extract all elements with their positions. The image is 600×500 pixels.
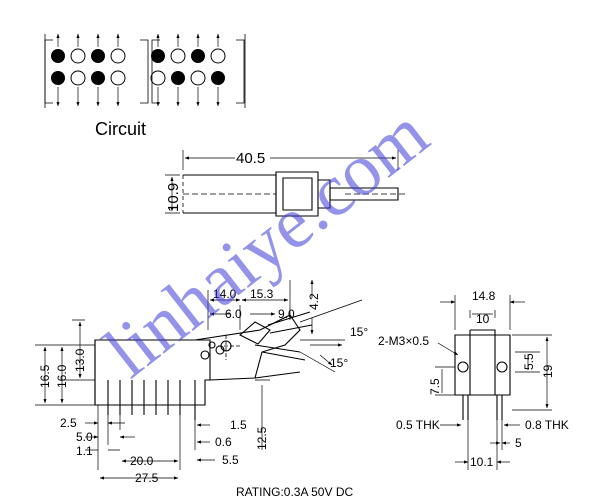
screw-label: 2-M3×0.5 [378, 334, 429, 348]
thk-0-5: 0.5 THK [396, 418, 440, 432]
circuit-contact [191, 49, 205, 63]
dim-27-5: 27.5 [135, 471, 159, 485]
circuit-contact [51, 71, 65, 85]
width-10: 10 [476, 312, 490, 326]
width-10-1: 10.1 [470, 455, 494, 469]
circuit-contact [211, 71, 225, 85]
dim-14-0: 14.0 [213, 287, 237, 301]
angle-15-top: 15° [350, 325, 368, 339]
circuit-arrows [56, 33, 220, 107]
circuit-contact [171, 71, 185, 85]
dim-1-1: 1.1 [76, 444, 93, 458]
angle-15-bottom: 15° [330, 356, 348, 370]
circuit-contact [70, 70, 86, 86]
circuit-contact [151, 49, 165, 63]
circuit-contact [110, 70, 126, 86]
height-16-5: 16.5 [38, 364, 52, 388]
dim-4-2: 4.2 [307, 293, 321, 310]
circuit-contact [110, 48, 126, 64]
rating-label: RATING:0.3A 50V DC [236, 485, 353, 499]
circuit-contact [170, 48, 186, 64]
dim-12-5: 12.5 [255, 426, 269, 450]
circuit-contact [91, 71, 105, 85]
height-7-5: 7.5 [428, 378, 442, 395]
dim-2-5: 2.5 [60, 416, 77, 430]
circuit-contact [70, 48, 86, 64]
circuit-contact [150, 70, 166, 86]
height-13-0: 13.0 [73, 348, 87, 372]
dim-5-5: 5.5 [222, 453, 239, 467]
circuit-contacts [51, 48, 226, 86]
dim-9-0: 9.0 [278, 307, 295, 321]
dim-5-0: 5.0 [76, 430, 93, 444]
dim-0-6: 0.6 [215, 435, 232, 449]
circuit-bracket-left [44, 39, 149, 104]
top-view: 40.5 10.9 [165, 150, 405, 217]
circuit-group-left [44, 34, 246, 108]
circuit-contact [51, 49, 65, 63]
dim-6-0: 6.0 [225, 307, 242, 321]
front-view: 14.8 10 2-M3×0.5 5.5 19 7.5 0.5 THK 0.8 … [378, 289, 569, 470]
circuit-diagram: Circuit [44, 33, 246, 139]
height-19: 19 [541, 364, 555, 378]
dim-5: 5 [515, 436, 522, 450]
top-length-label: 40.5 [236, 150, 265, 167]
circuit-contact [210, 48, 226, 64]
circuit-contact [190, 70, 206, 86]
circuit-contact [91, 49, 105, 63]
height-5-5: 5.5 [522, 353, 536, 370]
circuit-label: Circuit [95, 119, 146, 139]
dim-20-0: 20.0 [130, 454, 154, 468]
height-16-0: 16.0 [55, 364, 69, 388]
dim-15-3: 15.3 [250, 287, 274, 301]
thk-0-8: 0.8 THK [525, 418, 569, 432]
side-view: 14.0 15.3 4.2 6.0 9.0 15° 15° 16.5 16.0 … [35, 279, 368, 485]
top-height-label: 10.9 [165, 183, 182, 212]
circuit-bracket-right [151, 39, 245, 104]
dim-1-5: 1.5 [230, 418, 247, 432]
width-14-8: 14.8 [472, 289, 496, 303]
